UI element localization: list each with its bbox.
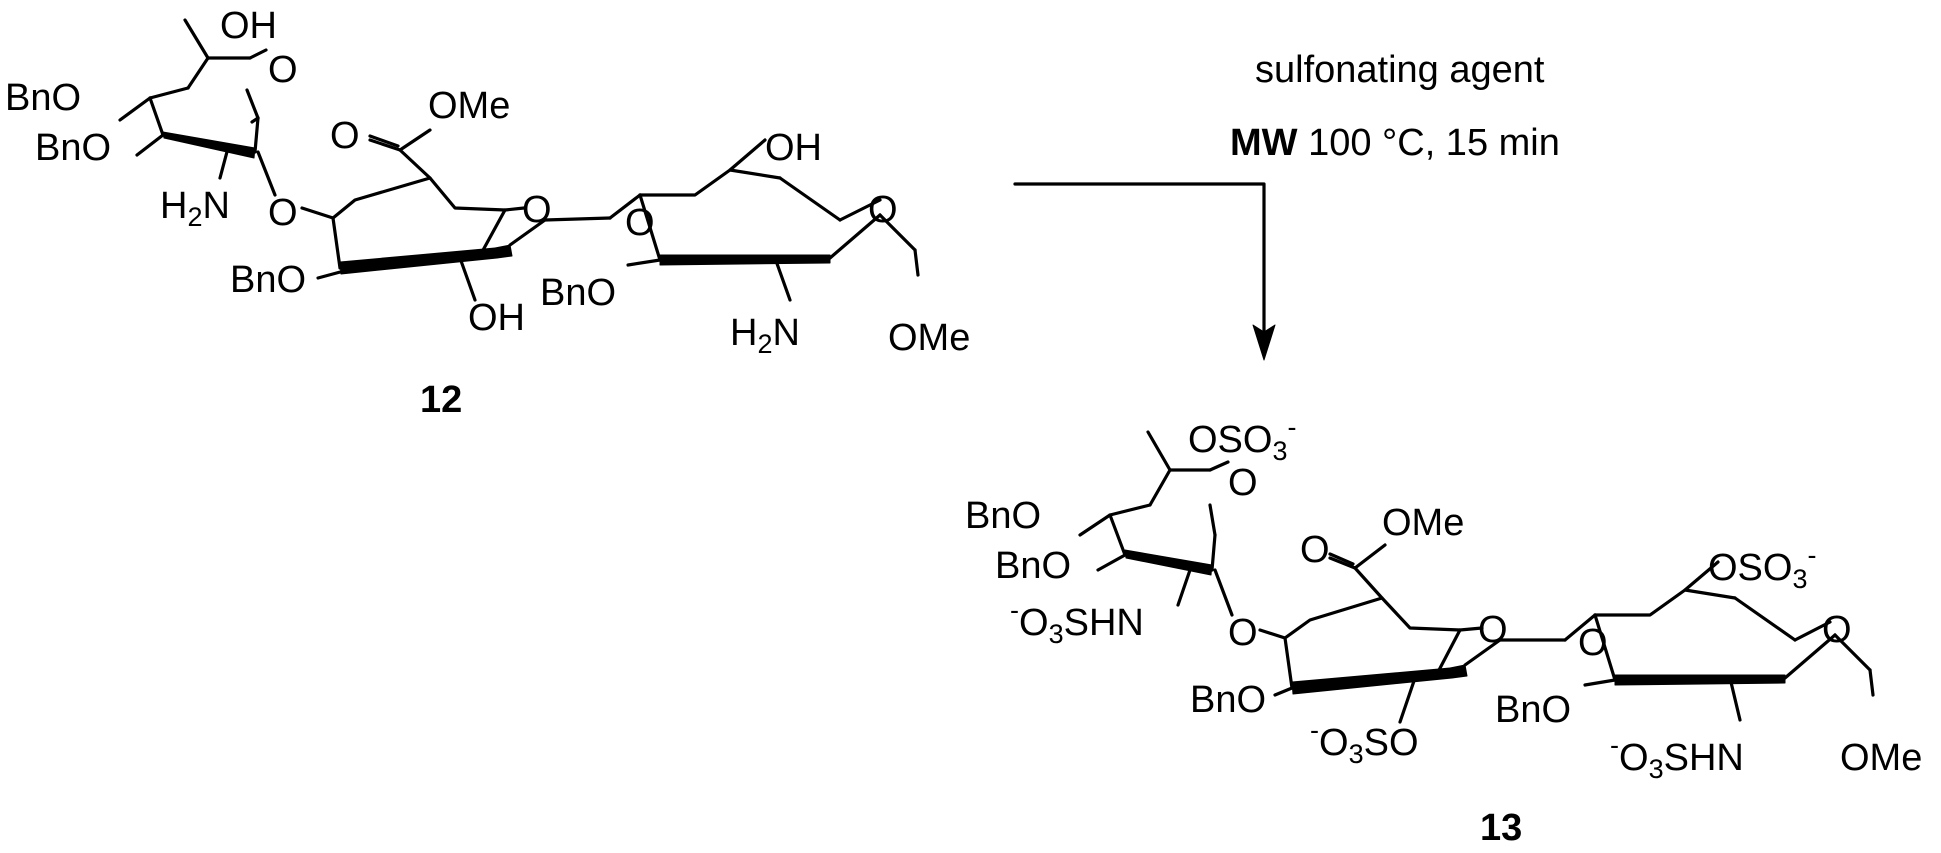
label-amine: H2N [160, 185, 230, 232]
label-ring-oxygen: O [522, 189, 552, 231]
label-oh: OH [468, 297, 525, 339]
label-sulfate-ester: -O3SO [1310, 715, 1419, 769]
compound-13-structure [1078, 430, 1875, 724]
label-bno: BnO [35, 127, 111, 169]
label-glycosidic-oxygen: O [1228, 612, 1258, 654]
label-sulfamate: -O3SHN [1610, 730, 1744, 784]
label-ring-oxygen: O [1228, 462, 1258, 504]
label-oh: OH [220, 5, 277, 47]
label-ester-ome: OMe [1382, 502, 1464, 544]
label-amine: H2N [730, 312, 800, 359]
compound-13-labels: OSO3- BnO BnO O -O3SHN O O OMe O BnO -O3… [965, 412, 1922, 849]
label-ester-ome: OMe [428, 85, 510, 127]
compound-12-structure [118, 18, 920, 302]
label-anomeric-ome: OMe [888, 317, 970, 359]
condition-temperature: MW 100 °C, 15 min [1230, 122, 1560, 164]
label-sulfate: OSO3- [1708, 540, 1817, 594]
label-bno: BnO [540, 272, 616, 314]
label-sulfamate: -O3SHN [1010, 595, 1144, 649]
label-bno: BnO [5, 77, 81, 119]
label-ring-oxygen: O [268, 49, 298, 91]
label-oh: OH [765, 127, 822, 169]
label-glycosidic-oxygen: O [1578, 622, 1608, 664]
label-glycosidic-oxygen: O [625, 202, 655, 244]
label-bno: BnO [1190, 679, 1266, 721]
label-bno: BnO [1495, 689, 1571, 731]
reaction-arrow [1013, 182, 1276, 361]
compound-12-labels: OH BnO BnO O H2N O O OMe O BnO OH O OH O… [5, 5, 970, 421]
label-carbonyl-oxygen: O [1300, 529, 1330, 571]
label-bno: BnO [965, 495, 1041, 537]
label-ring-oxygen: O [1822, 609, 1852, 651]
label-ring-oxygen: O [1478, 609, 1508, 651]
label-sulfate: OSO3- [1188, 412, 1297, 466]
compound-number-12: 12 [420, 379, 462, 421]
label-bno: BnO [230, 259, 306, 301]
label-carbonyl-oxygen: O [330, 115, 360, 157]
label-bno: BnO [995, 545, 1071, 587]
label-ring-oxygen: O [868, 189, 898, 231]
reaction-conditions: sulfonating agent MW 100 °C, 15 min [1230, 49, 1560, 164]
label-anomeric-ome: OMe [1840, 737, 1922, 779]
condition-reagent: sulfonating agent [1255, 49, 1545, 91]
label-glycosidic-oxygen: O [268, 192, 298, 234]
compound-number-13: 13 [1480, 807, 1522, 849]
